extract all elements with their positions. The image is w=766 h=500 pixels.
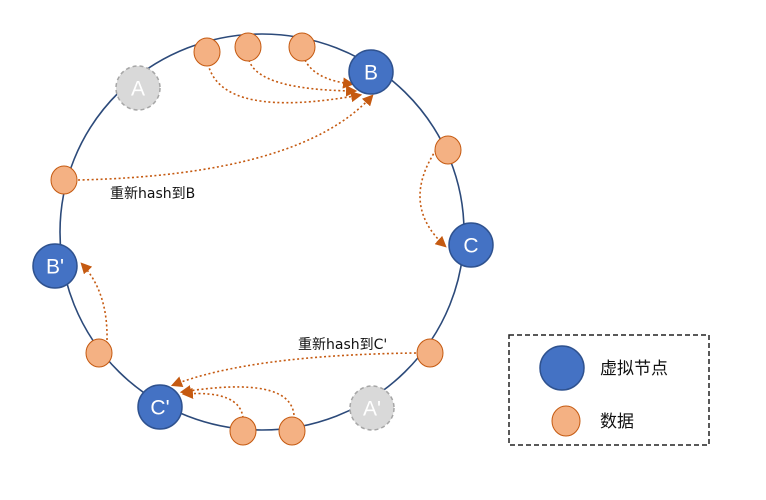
arrow-data-to-b-prime <box>80 262 108 341</box>
legend: 虚拟节点 数据 <box>508 334 710 446</box>
removed-node-a: A <box>115 65 161 111</box>
arrow-rehash-to-b <box>77 94 374 181</box>
data-item-5 <box>50 165 78 195</box>
annotation-rehash-to-c-prime: 重新hash到C' <box>298 337 387 353</box>
legend-data-swatch <box>551 405 581 437</box>
data-item-6 <box>85 338 113 368</box>
annotation-rehash-to-b: 重新hash到B <box>110 186 195 202</box>
data-item-1 <box>193 37 221 67</box>
data-item-4 <box>434 135 462 165</box>
data-item-7 <box>416 338 444 368</box>
arrow-data-to-b-2 <box>248 59 358 97</box>
removed-node-a-label: A <box>131 78 145 101</box>
legend-box <box>508 334 710 446</box>
removed-node-a-prime-label: A' <box>363 398 381 421</box>
arrow-data-to-b-1 <box>304 59 355 89</box>
legend-virtual-node-swatch <box>539 345 585 391</box>
arrow-rehash-to-c-prime <box>170 352 417 387</box>
arrow-data-to-c-prime-1 <box>179 385 295 416</box>
legend-virtual-node-label: 虚拟节点 <box>600 359 668 379</box>
data-item-3 <box>288 32 316 62</box>
arrow-data-to-c <box>419 149 447 248</box>
virtual-node-c-label: C <box>463 235 478 258</box>
virtual-node-b-label: B <box>364 62 378 85</box>
data-item-8 <box>229 416 257 446</box>
virtual-node-b-prime-label: B' <box>46 256 64 279</box>
data-item-2 <box>234 32 262 62</box>
data-items <box>50 32 462 446</box>
virtual-node-c: C <box>448 222 494 268</box>
virtual-node-b: B <box>348 49 394 95</box>
virtual-node-b-prime: B' <box>32 243 78 289</box>
virtual-node-c-prime: C' <box>137 384 183 430</box>
rehash-arrows <box>77 59 447 419</box>
legend-data-label: 数据 <box>600 412 634 432</box>
virtual-node-c-prime-label: C' <box>150 397 169 420</box>
data-item-9 <box>278 416 306 446</box>
removed-node-a-prime: A' <box>349 385 395 431</box>
arrow-data-to-b-3 <box>207 63 363 104</box>
arrow-data-to-c-prime-2 <box>181 387 244 419</box>
